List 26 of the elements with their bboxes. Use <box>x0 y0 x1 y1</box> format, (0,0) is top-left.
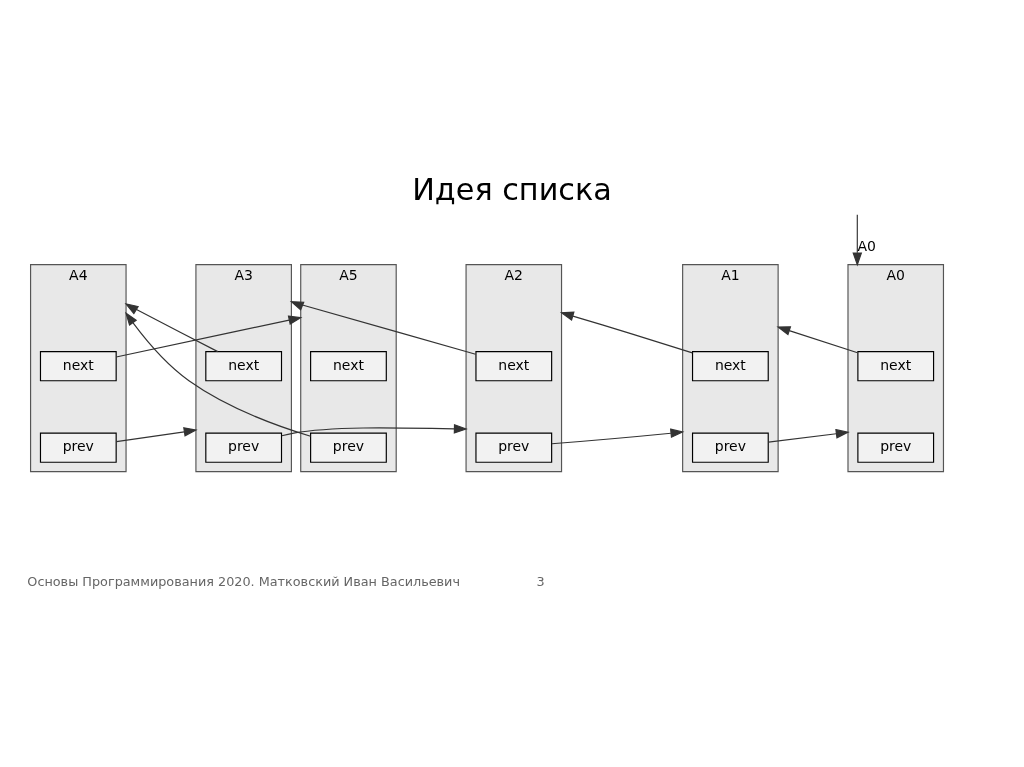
label: Основы Программирования 2020. Матковский Иван Васильевич <box>27 573 461 589</box>
node-box: prev <box>857 432 935 463</box>
arrow <box>551 427 685 444</box>
node-box: prev <box>691 432 769 463</box>
node-box: prev <box>310 432 387 463</box>
arrow <box>852 213 863 266</box>
arrow <box>767 428 850 443</box>
node-box: next <box>475 350 553 381</box>
node-box: next <box>310 350 387 381</box>
diagram-title: Идея списка <box>412 171 612 207</box>
arrow <box>125 311 312 437</box>
arrow <box>776 325 859 353</box>
node-box: next <box>691 350 769 381</box>
node-box: prev <box>39 432 117 463</box>
label: 3 <box>536 573 545 589</box>
arrow <box>115 314 303 358</box>
arrow <box>559 311 693 353</box>
node-box: prev <box>475 432 553 463</box>
node-box: next <box>39 350 117 381</box>
node-box: prev <box>205 432 283 463</box>
arrow <box>289 300 477 355</box>
node-box: next <box>857 350 935 381</box>
arrow <box>281 423 468 436</box>
node-box: next <box>205 350 283 381</box>
arrow <box>115 426 198 442</box>
arrow <box>124 302 219 352</box>
